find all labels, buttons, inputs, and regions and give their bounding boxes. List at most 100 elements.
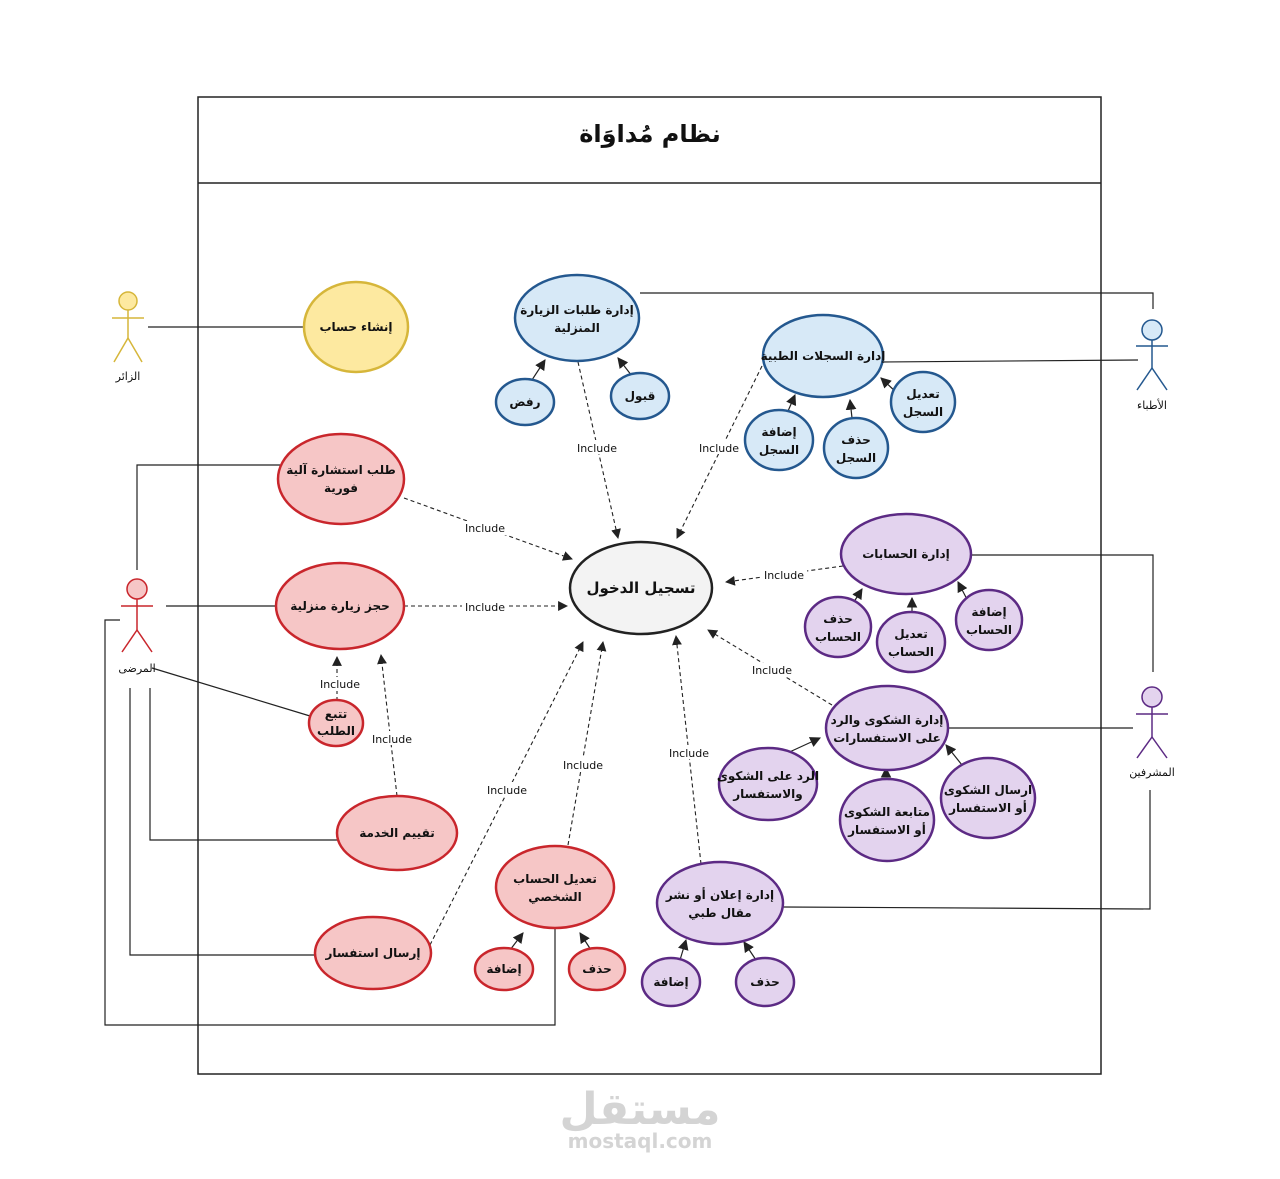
svg-text:تعديل الحساب: تعديل الحساب [513, 872, 597, 886]
assoc-patients-track [151, 667, 311, 717]
svg-text:إنشاء حساب: إنشاء حساب [319, 320, 392, 334]
uc-manage-accounts: إدارة الحسابات [839, 512, 973, 596]
inc-profile-login [567, 641, 607, 846]
uc-book-visit: حجز زيارة منزلية [274, 561, 406, 651]
svg-text:تسجيل الدخول: تسجيل الدخول [586, 579, 695, 597]
assoc-supervisors-accounts [970, 554, 1154, 672]
uc-add-record: إضافة السجل [743, 408, 815, 472]
uc-login: تسجيل الدخول [568, 540, 714, 636]
inc-label-inquiry: Include [487, 784, 527, 797]
assoc-patients-profile [104, 619, 556, 1026]
svg-text:تتبع: تتبع [325, 707, 348, 721]
inc-label-accounts: Include [764, 569, 804, 582]
svg-text:الحساب: الحساب [815, 630, 861, 644]
uc-ads-delete: حذف [734, 956, 796, 1008]
uc-track-request: تتبع الطلب [307, 698, 365, 748]
uc-manage-records: إدارة السجلات الطبية [761, 313, 886, 399]
assoc-doctors-visits [640, 292, 1154, 309]
inc-label-visits: Include [577, 442, 617, 455]
inc-label-book: Include [465, 601, 505, 614]
svg-text:حذف: حذف [823, 612, 853, 626]
inc-label-records: Include [699, 442, 739, 455]
inc-label-profile: Include [563, 759, 603, 772]
assoc-patients-consult [136, 464, 280, 570]
inc-label-track: Include [320, 678, 360, 691]
actor-doctors-label: الأطباء [1137, 398, 1167, 412]
svg-text:ارسال الشكوى: ارسال الشكوى [944, 783, 1032, 798]
include-labels: Include Include Include Include Include … [317, 440, 807, 797]
svg-text:إضافة: إضافة [486, 962, 521, 976]
uc-reject: رفض [494, 377, 556, 427]
watermark-arabic: مستقل [560, 1084, 721, 1135]
system-boundary [197, 96, 1102, 1075]
svg-text:حذف: حذف [841, 433, 871, 447]
svg-text:السجل: السجل [836, 451, 876, 465]
use-cases: إنشاء حساب إدارة طلبات الزيارة المنزلية … [274, 273, 1037, 1008]
svg-text:أو الاستفسار: أو الاستفسار [948, 800, 1027, 816]
svg-text:إدارة السجلات الطبية: إدارة السجلات الطبية [761, 349, 886, 363]
assoc-patients-rate [149, 688, 338, 841]
uc-profile-delete: حذف [567, 946, 627, 992]
uc-manage-complaints: إدارة الشكوى والرد على الاستفسارات [824, 684, 950, 772]
svg-text:حذف: حذف [582, 962, 612, 976]
uc-send-inquiry: إرسال استفسار [313, 915, 433, 991]
inc-rate-book [377, 654, 398, 797]
svg-text:السجل: السجل [903, 405, 943, 419]
svg-text:الحساب: الحساب [888, 645, 934, 659]
arr-send [945, 744, 963, 766]
inc-visits-login [577, 361, 621, 539]
svg-text:الحساب: الحساب [966, 623, 1012, 637]
uc-reply-complaint: الرد على الشكوى والاستفسار [717, 746, 819, 822]
svg-text:إضافة: إضافة [653, 975, 688, 989]
svg-text:الطلب: الطلب [317, 724, 355, 738]
svg-text:إدارة الحسابات: إدارة الحسابات [862, 547, 950, 561]
svg-text:تقييم الخدمة: تقييم الخدمة [359, 826, 434, 840]
svg-text:إدارة طلبات الزيارة: إدارة طلبات الزيارة [520, 303, 633, 317]
arr-accept [617, 357, 633, 377]
inc-label-consult: Include [465, 522, 505, 535]
watermark-latin: mostaql.com [568, 1129, 713, 1153]
arr-ads-delete [743, 941, 757, 961]
uc-follow-complaint: متابعة الشكوى أو الاستفسار [838, 777, 936, 863]
svg-text:إدارة إعلان أو نشر: إدارة إعلان أو نشر [665, 887, 774, 903]
uc-accept: قبول [609, 371, 671, 421]
uc-add-account: إضافة الحساب [954, 588, 1024, 652]
arr-profile-delete [579, 932, 592, 951]
system-title: نظام مُداوَاة [579, 120, 721, 148]
uc-edit-account: تعديل الحساب [875, 610, 947, 674]
actor-visitor-label: الزائر [115, 370, 141, 383]
svg-text:أو الاستفسار: أو الاستفسار [847, 822, 926, 838]
assoc-doctors-records [880, 359, 1139, 363]
svg-text:حجز زيارة منزلية: حجز زيارة منزلية [290, 599, 390, 613]
inc-label-complaints: Include [752, 664, 792, 677]
uc-rate-service: تقييم الخدمة [335, 794, 459, 872]
svg-text:تعديل: تعديل [894, 627, 927, 641]
actor-supervisors [1136, 686, 1168, 759]
uc-ads-add: إضافة [640, 956, 702, 1008]
uc-delete-account: حذف الحساب [803, 595, 873, 659]
svg-text:إضافة: إضافة [971, 605, 1006, 619]
svg-text:على الاستفسارات: على الاستفسارات [833, 731, 941, 745]
svg-text:رفض: رفض [509, 395, 540, 409]
svg-text:إدارة الشكوى والرد: إدارة الشكوى والرد [831, 713, 944, 728]
uc-delete-record: حذف السجل [822, 416, 890, 480]
associations [104, 292, 1154, 1026]
svg-text:إضافة: إضافة [761, 425, 796, 439]
svg-text:متابعة الشكوى: متابعة الشكوى [844, 805, 930, 820]
svg-text:الرد على الشكوى: الرد على الشكوى [717, 769, 819, 784]
uc-manage-ads: إدارة إعلان أو نشر مقال طبي [655, 860, 785, 946]
svg-text:فورية: فورية [324, 481, 358, 496]
svg-text:المنزلية: المنزلية [554, 321, 600, 335]
uc-instant-consult: طلب استشارة آلية فورية [276, 432, 406, 526]
svg-text:تعديل: تعديل [906, 387, 939, 401]
uc-edit-record: تعديل السجل [889, 370, 957, 434]
uc-create-account: إنشاء حساب [302, 280, 410, 374]
actor-doctors [1136, 319, 1168, 391]
inc-consult-login [403, 497, 573, 561]
uc-profile-add: إضافة [473, 946, 535, 992]
svg-text:إرسال استفسار: إرسال استفسار [325, 946, 421, 960]
inc-label-ads: Include [669, 747, 709, 760]
svg-text:قبول: قبول [625, 389, 656, 404]
uc-manage-visit-requests: إدارة طلبات الزيارة المنزلية [513, 273, 641, 363]
